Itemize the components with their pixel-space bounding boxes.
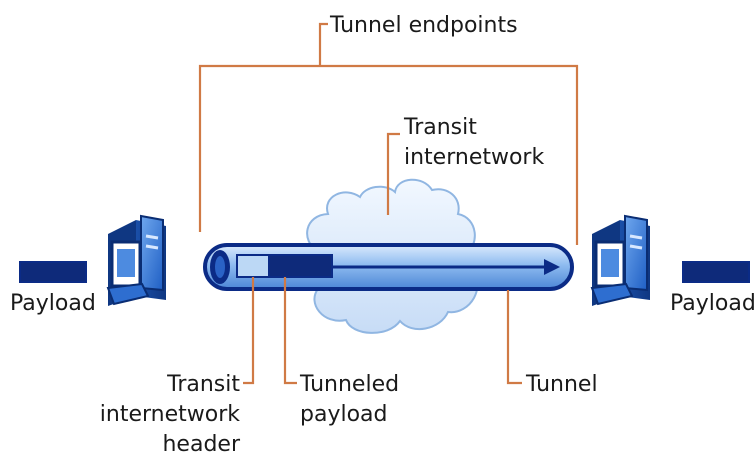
transit-header-callout: Transit internetwork header — [100, 277, 255, 457]
tunnel-direction-arrowhead — [544, 259, 560, 275]
payload-right: Payload — [670, 261, 756, 316]
payload-block-right — [682, 261, 750, 283]
server-computer-icon — [106, 214, 166, 306]
server-computer-icon — [590, 214, 650, 306]
tunneled-payload-label-line1: Tunneled — [299, 372, 399, 397]
transit-header-label-line1: Transit — [166, 372, 240, 397]
tunnel-tube — [203, 243, 574, 291]
transit-internetwork-label-line2: internetwork — [404, 145, 544, 170]
transit-header-label-line3: header — [162, 432, 240, 457]
transit-header-label-line2: internetwork — [100, 402, 240, 427]
transit-internetwork-label-line1: Transit — [403, 115, 477, 140]
tunnel-label: Tunnel — [525, 372, 598, 397]
tunneled-payload-label-line2: payload — [300, 402, 387, 427]
tunneled-payload-callout: Tunneled payload — [283, 277, 399, 427]
tunnel-endpoints-label: Tunnel endpoints — [329, 13, 518, 38]
payload-left: Payload — [10, 261, 96, 316]
payload-block-left — [19, 261, 87, 283]
payload-left-label: Payload — [10, 291, 96, 316]
tunnel-endpoints-bracket: Tunnel endpoints — [198, 13, 579, 245]
tunnel-callout: Tunnel — [506, 290, 598, 397]
tunneled-payload-block — [268, 254, 333, 278]
transit-header-block — [236, 254, 270, 278]
payload-right-label: Payload — [670, 291, 756, 316]
